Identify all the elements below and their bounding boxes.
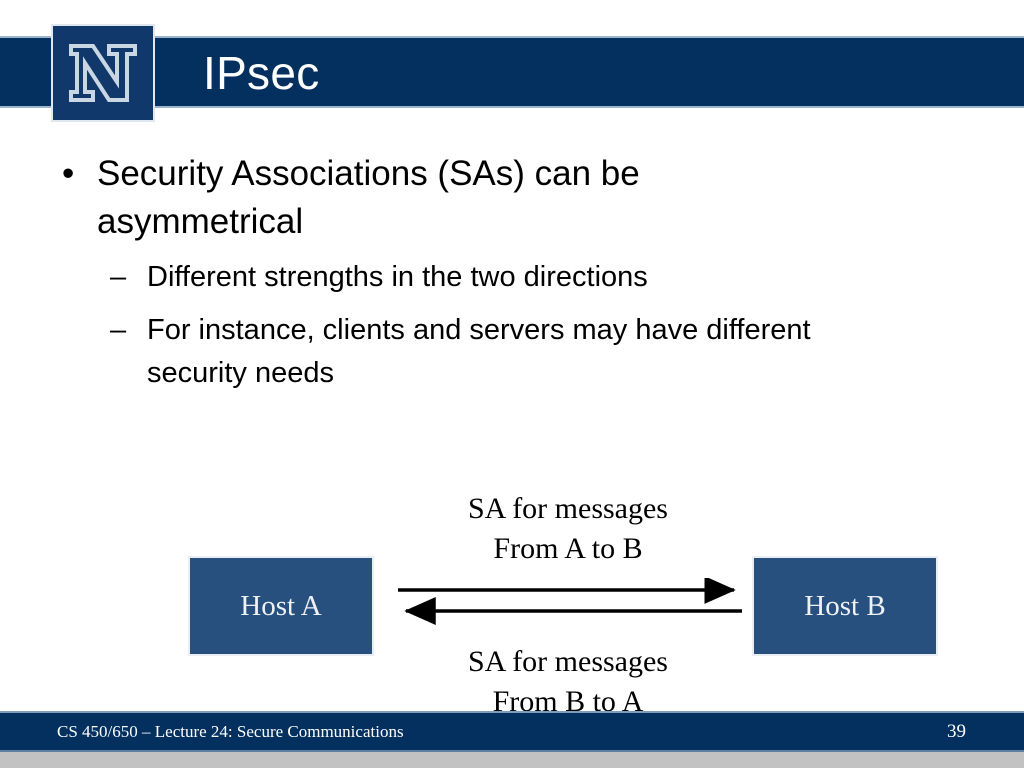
caption-line-1: SA for messages (468, 492, 668, 525)
bullet-marker-dash: – (110, 261, 127, 293)
caption-line-1: SA for messages (468, 645, 668, 678)
caption-sa-b-to-a: SA for messages From B to A (358, 642, 778, 722)
university-logo (51, 24, 155, 122)
bullet-text: Different strengths in the two direction… (147, 261, 648, 293)
slide-body: • Security Associations (SAs) can be asy… (0, 150, 1024, 395)
host-a-label: Host A (240, 589, 322, 622)
footer-top-edge (0, 711, 1024, 713)
caption-line-2: From A to B (493, 532, 643, 565)
header-top-edge (0, 36, 1024, 38)
bullet-marker-dash: – (110, 314, 127, 346)
footer-course-label: CS 450/650 – Lecture 24: Secure Communic… (57, 722, 404, 741)
slide-number: 39 (947, 721, 966, 742)
header-bar (0, 38, 1024, 106)
footer-gray-strip (0, 752, 1024, 768)
block-n-icon (53, 26, 153, 120)
arrow-pair (398, 578, 742, 625)
footer-bottom-edge (0, 750, 1024, 752)
bullet-level1-1: • Security Associations (SAs) can be asy… (0, 150, 777, 246)
bullet-text: Security Associations (SAs) can be asymm… (97, 154, 640, 241)
header-bottom-edge (0, 106, 1024, 108)
caption-sa-a-to-b: SA for messages From A to B (358, 489, 778, 569)
bullet-level2-2: – For instance, clients and servers may … (0, 309, 877, 395)
host-b-box: Host B (752, 556, 938, 656)
bullet-level2-1: – Different strengths in the two directi… (0, 256, 877, 299)
footer-bar (0, 713, 1024, 750)
host-b-label: Host B (804, 589, 886, 622)
page-title: IPsec (203, 47, 320, 99)
bullet-text: For instance, clients and servers may ha… (147, 314, 811, 389)
bullet-marker-dot: • (62, 154, 75, 193)
host-a-box: Host A (188, 556, 374, 656)
